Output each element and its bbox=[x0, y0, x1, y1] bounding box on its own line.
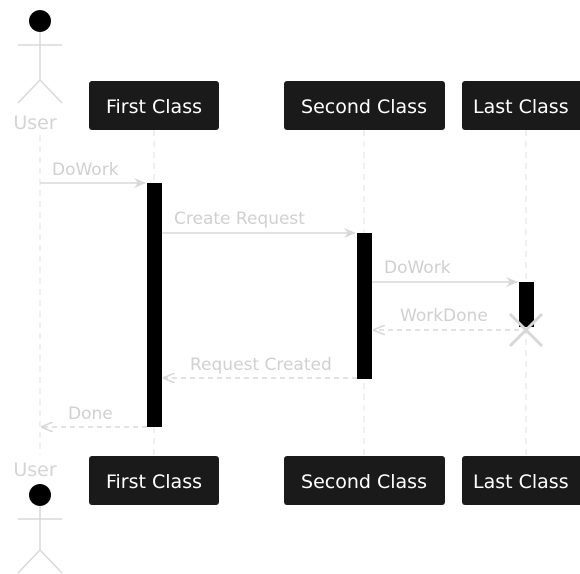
message-2: Create Request bbox=[162, 209, 356, 238]
actor-head-icon bbox=[29, 10, 51, 32]
participant-second-class-bottom: Second Class bbox=[284, 456, 445, 505]
message-4: WorkDone bbox=[374, 306, 519, 330]
participant-last-class-bottom-label: Last Class bbox=[473, 471, 569, 493]
actor-leg-left-icon bbox=[17, 549, 41, 574]
message-3: DoWork bbox=[372, 258, 518, 287]
participant-second-class-top-label: Second Class bbox=[301, 96, 427, 118]
message-2-label: Create Request bbox=[174, 209, 305, 229]
participant-last-class-bottom: Last Class bbox=[462, 456, 580, 505]
actor-leg-right-icon bbox=[39, 79, 63, 104]
participant-first-class-bottom-label: First Class bbox=[106, 471, 202, 493]
actor-leg-left-icon bbox=[17, 79, 41, 104]
participant-first-class-top: First Class bbox=[89, 81, 219, 130]
participant-last-class-top-label: Last Class bbox=[473, 96, 569, 118]
participant-second-class-top: Second Class bbox=[284, 81, 445, 130]
actor-user-bottom-label: User bbox=[13, 459, 56, 481]
actor-user-top-label: User bbox=[13, 112, 56, 134]
participant-first-class-bottom: First Class bbox=[89, 456, 219, 505]
activation-second-class bbox=[357, 233, 372, 379]
participant-second-class-bottom-label: Second Class bbox=[301, 471, 427, 493]
activation-first-class bbox=[147, 183, 162, 427]
message-6: Done bbox=[42, 404, 147, 427]
message-1: DoWork bbox=[40, 160, 146, 188]
message-5-label: Request Created bbox=[190, 355, 332, 375]
message-1-label: DoWork bbox=[52, 160, 119, 180]
message-5: Request Created bbox=[164, 355, 357, 378]
destroy-x-icon bbox=[508, 312, 544, 348]
actor-user-top: User bbox=[13, 10, 63, 134]
message-6-label: Done bbox=[68, 404, 113, 424]
activation-last-class bbox=[519, 282, 534, 327]
participant-last-class-top: Last Class bbox=[462, 81, 580, 130]
participant-first-class-top-label: First Class bbox=[106, 96, 202, 118]
actor-leg-right-icon bbox=[39, 549, 63, 574]
message-3-label: DoWork bbox=[384, 258, 451, 278]
actor-user-bottom: User bbox=[13, 459, 63, 574]
actor-head-icon bbox=[29, 484, 51, 506]
message-4-label: WorkDone bbox=[400, 306, 488, 326]
